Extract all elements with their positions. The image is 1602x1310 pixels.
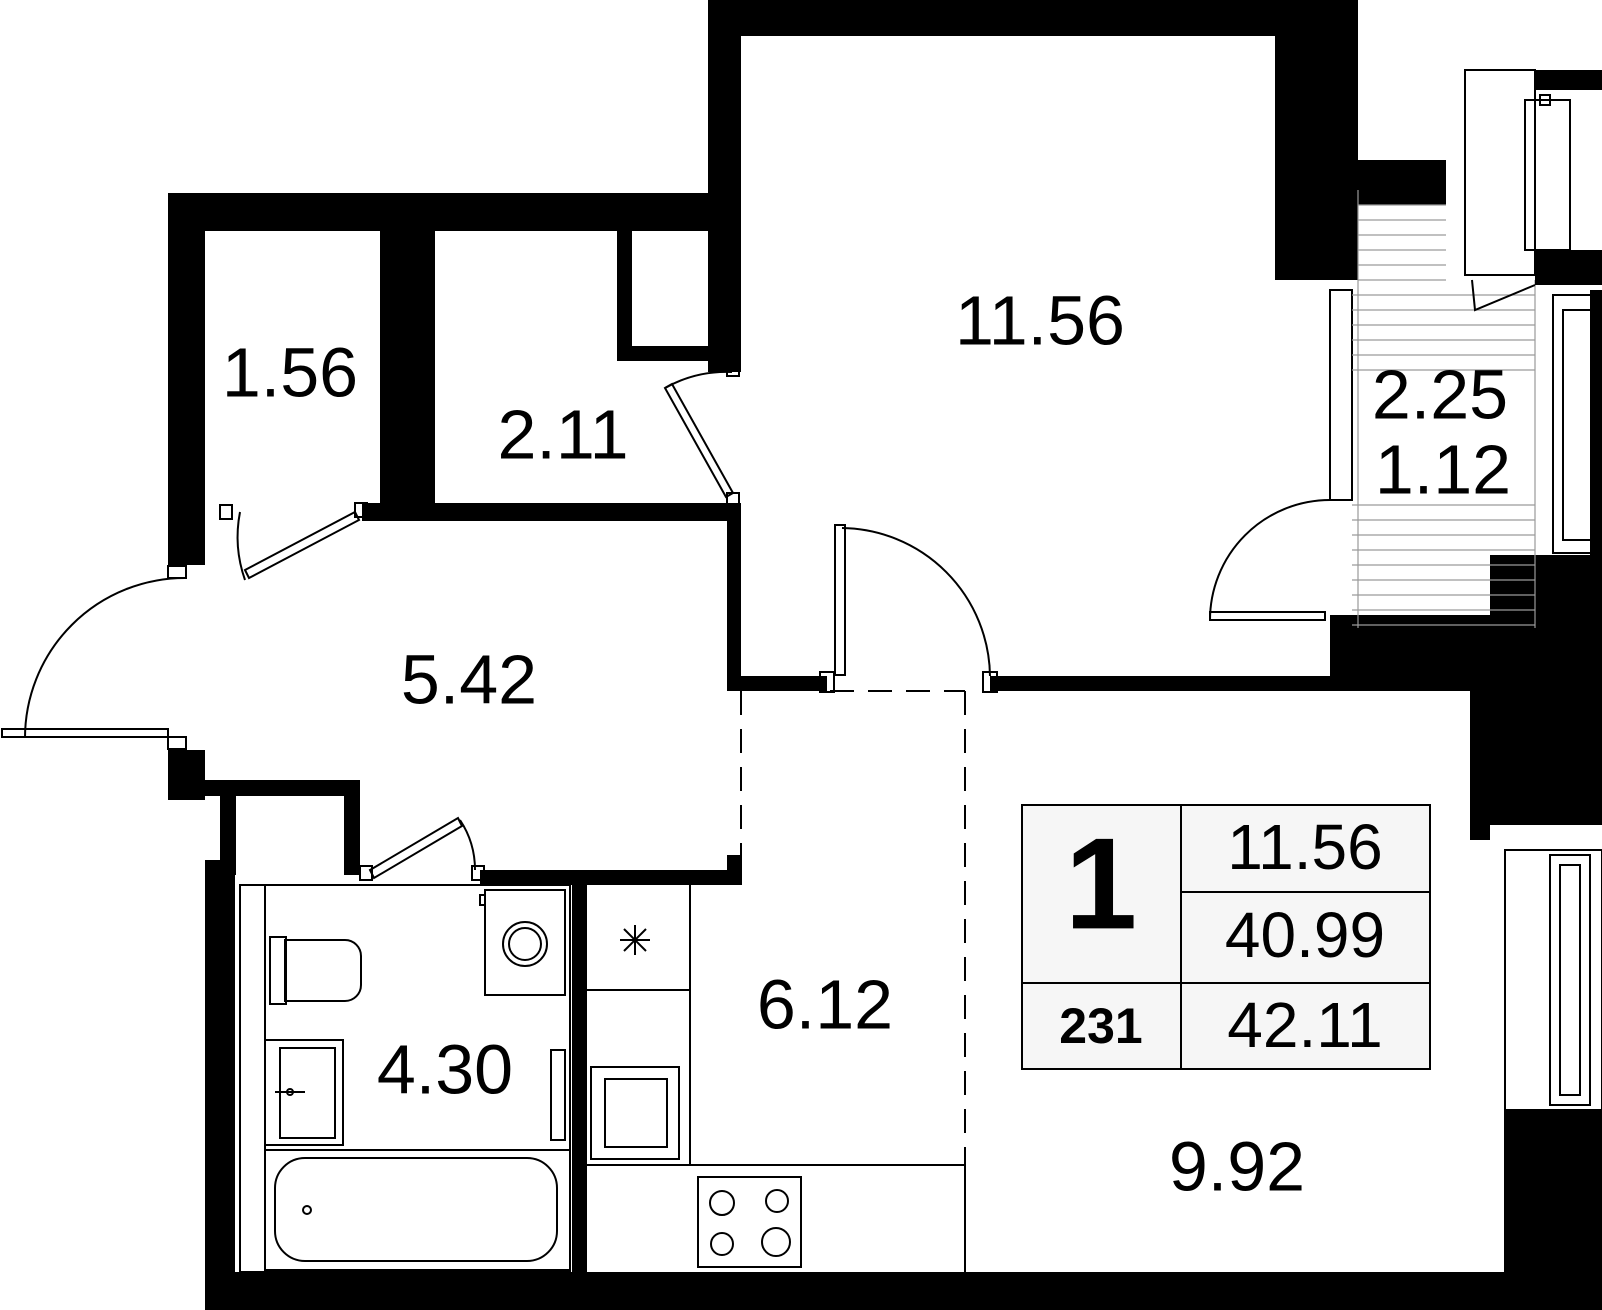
apartment-number: 231 bbox=[1059, 998, 1142, 1054]
toilet-icon bbox=[269, 936, 362, 1005]
ventilation-icon bbox=[620, 925, 650, 955]
kitchen-fixtures bbox=[590, 925, 802, 1268]
total-area-value: 40.99 bbox=[1225, 899, 1385, 971]
bathroom-fixtures bbox=[264, 889, 571, 1271]
balcony-hatching bbox=[1352, 190, 1536, 628]
area-storage-a: 1.56 bbox=[222, 333, 358, 411]
area-with-balcony-value: 42.11 bbox=[1227, 989, 1382, 1061]
area-balcony-total: 2.25 bbox=[1372, 355, 1508, 433]
area-room: 11.56 bbox=[955, 281, 1125, 359]
stove-icon bbox=[697, 1176, 802, 1268]
sink-icon bbox=[264, 1039, 344, 1146]
doors bbox=[1, 289, 1353, 881]
balcony bbox=[1352, 69, 1602, 628]
window-right bbox=[1504, 849, 1602, 1111]
area-balcony-reduced: 1.12 bbox=[1375, 430, 1511, 508]
rooms-count: 1 bbox=[1065, 810, 1137, 956]
walls bbox=[168, 0, 1602, 1310]
area-storage-b: 2.11 bbox=[497, 395, 628, 473]
kitchen-sink-icon bbox=[590, 1066, 680, 1160]
living-area-value: 11.56 bbox=[1227, 811, 1382, 883]
room-labels: 1.56 2.11 11.56 2.25 1.12 5.42 4.30 6.12… bbox=[222, 281, 1511, 1205]
area-kitchen: 6.12 bbox=[757, 965, 893, 1043]
washing-machine-icon bbox=[479, 889, 566, 996]
bathtub-icon bbox=[264, 1149, 571, 1271]
area-bathroom: 4.30 bbox=[377, 1030, 513, 1108]
info-table: 1 11.56 40.99 231 42.11 bbox=[1021, 804, 1431, 1070]
area-living: 9.92 bbox=[1169, 1127, 1305, 1205]
area-hall: 5.42 bbox=[401, 640, 537, 718]
